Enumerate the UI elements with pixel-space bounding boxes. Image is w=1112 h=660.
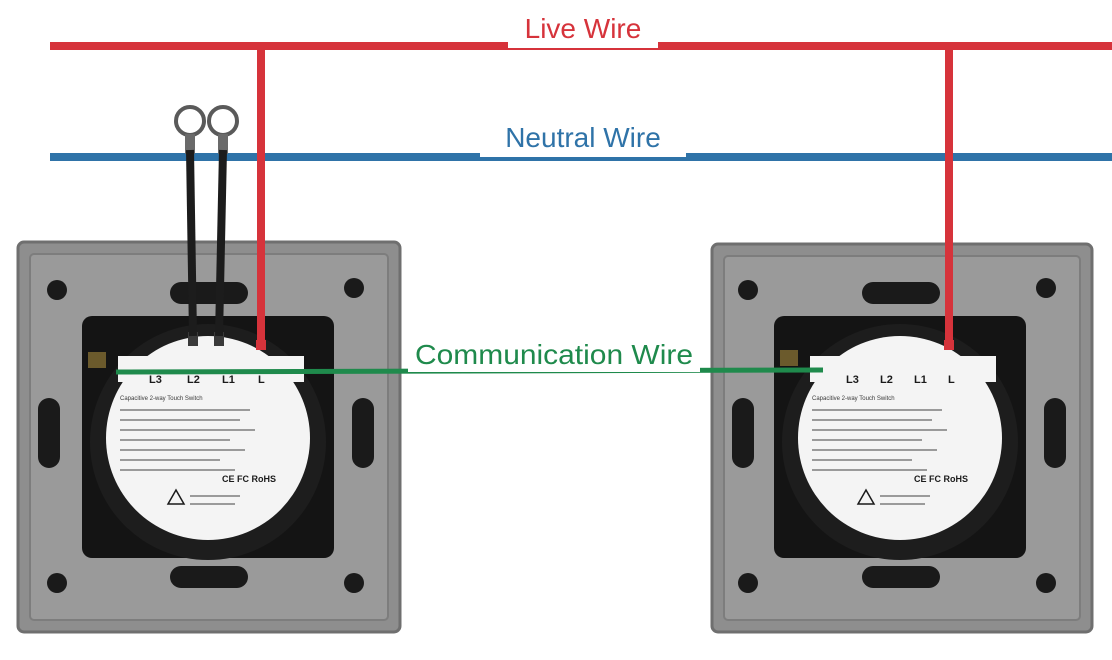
terminal-label: L (948, 374, 955, 386)
mount-slot (38, 398, 60, 468)
ring-terminal (207, 105, 239, 137)
warning-icon (856, 488, 876, 505)
load-wire (215, 149, 227, 337)
screw-hole (344, 278, 364, 298)
terminal-label: L1 (914, 374, 927, 386)
device-wires (174, 105, 239, 337)
communication-wire-label: Communication Wire (415, 339, 693, 370)
sticker-title: Capacitive 2-way Touch Switch (812, 396, 895, 402)
mount-slot (352, 398, 374, 468)
live-wire-label: Live Wire (525, 13, 642, 44)
left-switch-sticker (106, 336, 310, 540)
screw-hole (738, 280, 758, 300)
mount-slot (862, 282, 940, 304)
mount-slot (732, 398, 754, 468)
mount-slot (170, 566, 248, 588)
screw-hole (47, 280, 67, 300)
ring-terminal (174, 105, 206, 137)
certification-marks: CE FC RoHS (914, 474, 968, 484)
left-switch: L3 L2 L1 L Capacitive 2-way Touch Switch… (16, 240, 402, 634)
load-wire (186, 149, 197, 337)
screw-hole (47, 573, 67, 593)
terminal-label: L2 (187, 374, 200, 386)
right-switch-sticker (798, 336, 1002, 540)
sticker-title: Capacitive 2-way Touch Switch (120, 396, 203, 402)
terminal-label: L2 (880, 374, 893, 386)
screw-hole (738, 573, 758, 593)
terminal-label: L1 (222, 374, 235, 386)
warning-icon (166, 488, 186, 505)
terminal-label: L3 (149, 374, 162, 386)
right-switch: L3 L2 L1 L Capacitive 2-way Touch Switch… (710, 242, 1094, 634)
screw-hole (1036, 278, 1056, 298)
mount-slot (1044, 398, 1066, 468)
terminal-label: L3 (846, 374, 859, 386)
screw-hole (344, 573, 364, 593)
neutral-wire-label: Neutral Wire (505, 122, 661, 153)
screw-hole (1036, 573, 1056, 593)
mount-slot (862, 566, 940, 588)
certification-marks: CE FC RoHS (222, 474, 276, 484)
mount-slot (170, 282, 248, 304)
terminal-label: L (258, 374, 265, 386)
